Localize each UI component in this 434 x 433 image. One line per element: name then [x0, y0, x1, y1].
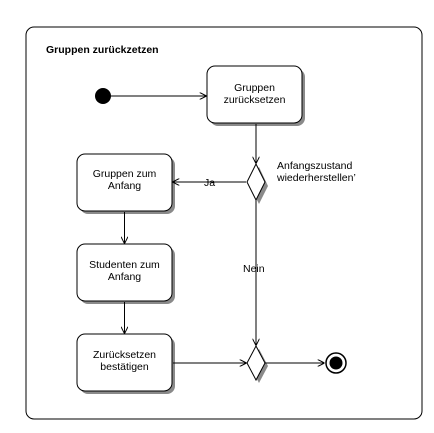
action-studenten-zum-anfang: Studenten zum Anfang — [76, 243, 175, 304]
initial-node — [95, 88, 111, 104]
action-label-line-1: Zurücksetzen — [93, 349, 156, 361]
action-label-line-1: Gruppen zum — [93, 168, 157, 180]
action-label-line-1: Studenten zum — [89, 259, 160, 271]
merge-node — [246, 344, 268, 383]
edge-label-nein: Nein — [243, 263, 265, 275]
action-label-line-1: Gruppen — [234, 82, 275, 94]
action-label-line-2: Anfang — [108, 271, 141, 283]
final-node — [325, 352, 347, 374]
action-zuruecksetzen-bestaetigen: Zurücksetzen bestätigen — [76, 333, 175, 394]
action-label-line-2: Anfang — [108, 180, 141, 192]
action-gruppen-zuruecksetzen: Gruppen zurücksetzen — [206, 65, 305, 126]
action-label-line-2: zurücksetzen — [224, 94, 286, 106]
action-label-line-2: bestätigen — [100, 361, 149, 373]
decision-label-line-1: Anfangszustand — [277, 160, 352, 172]
edge-label-ja: Ja — [204, 177, 215, 189]
action-gruppen-zum-anfang: Gruppen zum Anfang — [76, 153, 175, 214]
diagram-title: Gruppen zurückzetzen — [46, 44, 159, 56]
decision-label-line-2: wiederherstellen’ — [276, 172, 356, 184]
